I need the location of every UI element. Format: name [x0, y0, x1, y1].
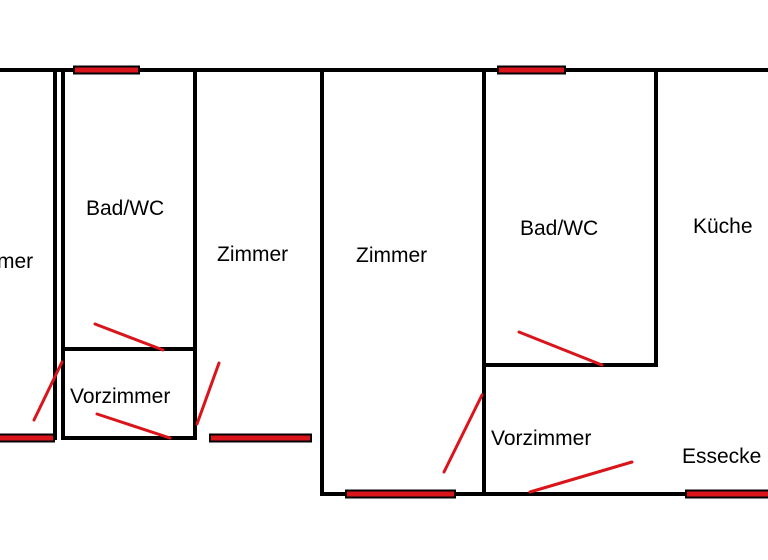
door-bad-right: [517, 330, 604, 367]
room-label-kueche: Küche: [693, 215, 753, 238]
room-label-vorzimmer-left: Vorzimmer: [70, 385, 170, 408]
door-bad-left: [93, 322, 165, 352]
door-zimmer-middle: [442, 393, 484, 474]
door-vorzimmer-right-entry: [528, 460, 634, 494]
room-labels: mer Bad/WC Vorzimmer Zimmer Zimmer Bad/W…: [0, 197, 761, 468]
room-label-vorzimmer-right: Vorzimmer: [491, 427, 591, 450]
room-label-bad-wc-right: Bad/WC: [520, 217, 598, 240]
door-zimmer-far-left: [32, 360, 64, 422]
room-label-zimmer-middle: Zimmer: [356, 244, 427, 267]
door-vorzimmer-left-entry: [95, 412, 172, 440]
room-label-zimmer-left-partial: mer: [0, 250, 33, 273]
room-label-bad-wc-left: Bad/WC: [86, 197, 164, 220]
door-zimmer-middle-left: [195, 361, 221, 426]
doors: [32, 322, 634, 494]
windows: [0, 65, 768, 499]
room-label-zimmer-middle-left: Zimmer: [217, 243, 288, 266]
room-label-essecke: Essecke: [682, 445, 761, 468]
walls: [0, 68, 768, 496]
